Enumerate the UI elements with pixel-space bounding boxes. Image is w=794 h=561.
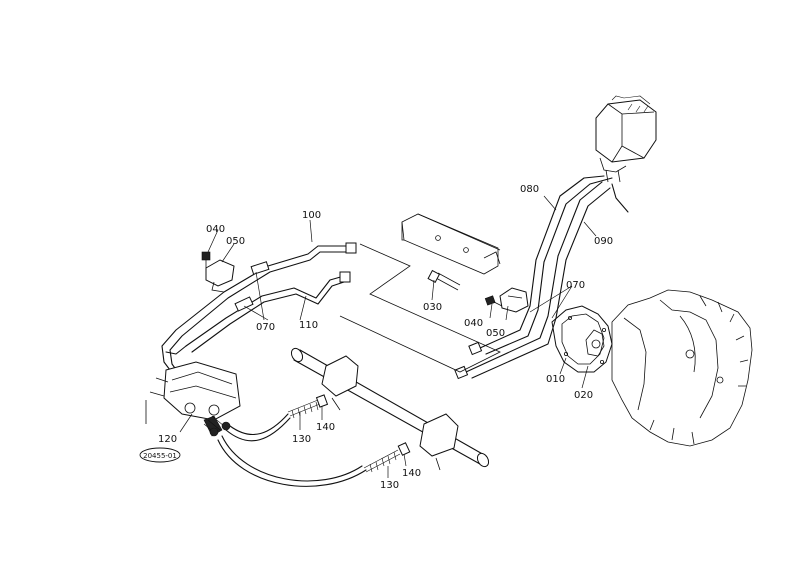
engine-block bbox=[611, 289, 753, 447]
bolt-030 bbox=[427, 269, 461, 291]
drawing-id-stamp: 20455-01 bbox=[139, 447, 181, 463]
label-140-lower: 140 bbox=[402, 468, 421, 479]
cable-130-lower bbox=[217, 435, 411, 487]
label-010: 010 bbox=[546, 374, 565, 385]
pipe-080 bbox=[468, 175, 613, 356]
pipe-110 bbox=[165, 271, 351, 355]
leader-lines bbox=[179, 195, 597, 478]
steering-unit bbox=[595, 95, 657, 183]
pipe-090 bbox=[454, 181, 629, 380]
clamp-050-left bbox=[205, 259, 235, 293]
label-030: 030 bbox=[423, 302, 442, 313]
cable-130-upper bbox=[225, 394, 329, 442]
label-040-right: 040 bbox=[464, 318, 483, 329]
label-110: 110 bbox=[299, 320, 318, 331]
drawing-id-text: 20455-01 bbox=[143, 452, 177, 460]
part-labels: 100 110 070 040 050 030 040 050 070 080 … bbox=[158, 184, 613, 491]
cable-ends-left bbox=[203, 415, 231, 437]
label-090: 090 bbox=[594, 236, 613, 247]
mounting-bracket bbox=[401, 213, 501, 275]
rockshaft bbox=[290, 347, 490, 471]
pump-cover bbox=[551, 305, 613, 373]
label-040-left: 040 bbox=[206, 224, 225, 235]
label-080: 080 bbox=[520, 184, 539, 195]
label-070-left: 070 bbox=[256, 322, 275, 333]
label-050-left: 050 bbox=[226, 236, 245, 247]
flow-boundary bbox=[339, 243, 501, 373]
label-100: 100 bbox=[302, 210, 321, 221]
label-140-upper: 140 bbox=[316, 422, 335, 433]
control-valve bbox=[145, 361, 241, 437]
clamp-050-right bbox=[499, 287, 529, 313]
bolt-040-left bbox=[201, 251, 211, 268]
bolt-040-right bbox=[484, 295, 503, 307]
label-130-lower: 130 bbox=[380, 480, 399, 491]
label-070-right: 070 bbox=[566, 280, 585, 291]
label-060: 050 bbox=[486, 328, 505, 339]
label-120: 120 bbox=[158, 434, 177, 445]
label-020: 020 bbox=[574, 390, 593, 401]
label-130-upper: 130 bbox=[292, 434, 311, 445]
pipe-100 bbox=[161, 242, 357, 379]
